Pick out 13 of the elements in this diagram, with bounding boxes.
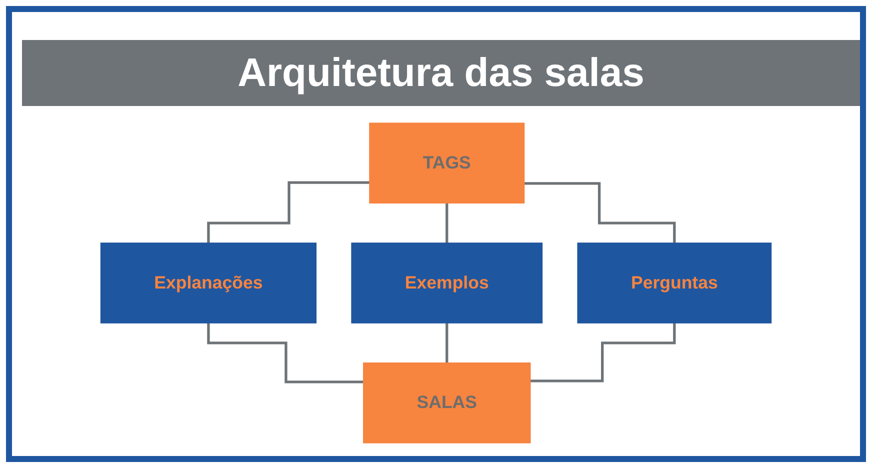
connector xyxy=(446,322,448,364)
node-box xyxy=(369,122,525,204)
connector xyxy=(207,322,364,384)
connector xyxy=(530,322,676,382)
node-box xyxy=(577,242,772,324)
node-box xyxy=(363,362,531,444)
page-frame: Arquitetura das salas TAGS Explanações Exemplos Perguntas SALAS xyxy=(6,6,866,462)
node-box xyxy=(100,242,317,324)
connector xyxy=(207,181,370,244)
connector xyxy=(446,202,448,244)
title-banner: Arquitetura das salas xyxy=(22,40,860,106)
connector xyxy=(524,182,676,244)
node-box xyxy=(351,242,543,324)
